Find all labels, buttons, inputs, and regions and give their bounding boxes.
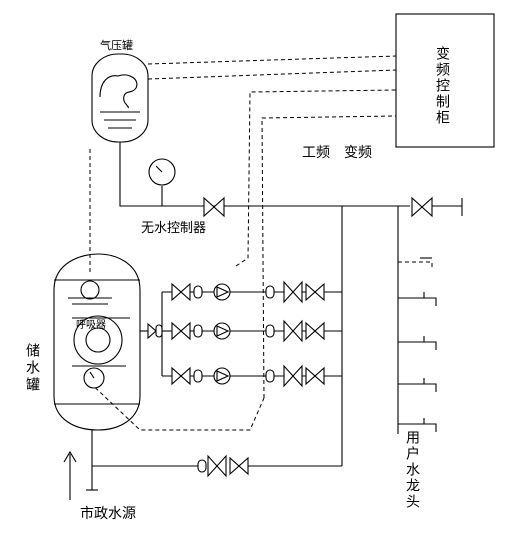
check-valve-icon — [283, 280, 303, 304]
gate-valve-icon — [171, 282, 191, 302]
gate-valve-icon — [171, 321, 191, 341]
gate-valve-icon — [203, 196, 225, 218]
no-water-controller-label: 无水控制器 — [141, 221, 206, 236]
gate-valve-icon — [411, 196, 433, 218]
pressure-tank: 气压罐 — [91, 38, 202, 207]
water-tap-icon — [398, 292, 437, 306]
flow-arrow-icon — [63, 450, 77, 500]
pressure-tank-label: 气压罐 — [100, 38, 133, 52]
gate-valve-icon — [305, 282, 325, 302]
breather-label: 呼吸器 — [76, 319, 106, 331]
pump-branch-2 — [162, 319, 342, 343]
municipal-source-label: 市政水源 — [80, 505, 136, 522]
check-valve-icon — [207, 454, 227, 478]
storage-tank: 呼吸器 — [53, 253, 141, 431]
control-cabinet: 变频控制柜 — [395, 13, 495, 148]
user-tap-riser — [397, 206, 437, 434]
pump-branch-3 — [162, 364, 342, 388]
bypass-line — [86, 430, 249, 491]
main-supply-line — [202, 198, 463, 467]
gate-valve-icon — [229, 456, 249, 476]
water-tap-icon — [398, 336, 437, 350]
check-valve-icon — [283, 364, 303, 388]
pump-branch-1 — [162, 280, 342, 304]
user-taps-label: 用户水龙头 — [404, 430, 420, 510]
gate-valve-icon — [305, 366, 325, 386]
check-valve-icon — [283, 319, 303, 343]
water-tap-icon — [398, 378, 437, 392]
storage-tank-label: 储水罐 — [24, 343, 40, 394]
cabinet-label: 变频控制柜 — [434, 46, 450, 126]
water-tap-icon — [398, 418, 437, 432]
mode-switch-label: 工频 变频 — [302, 145, 372, 161]
gate-valve-icon — [305, 321, 325, 341]
pressure-gauge-icon — [148, 158, 176, 206]
suction-outlet — [140, 292, 170, 376]
gate-valve-icon — [171, 366, 191, 386]
